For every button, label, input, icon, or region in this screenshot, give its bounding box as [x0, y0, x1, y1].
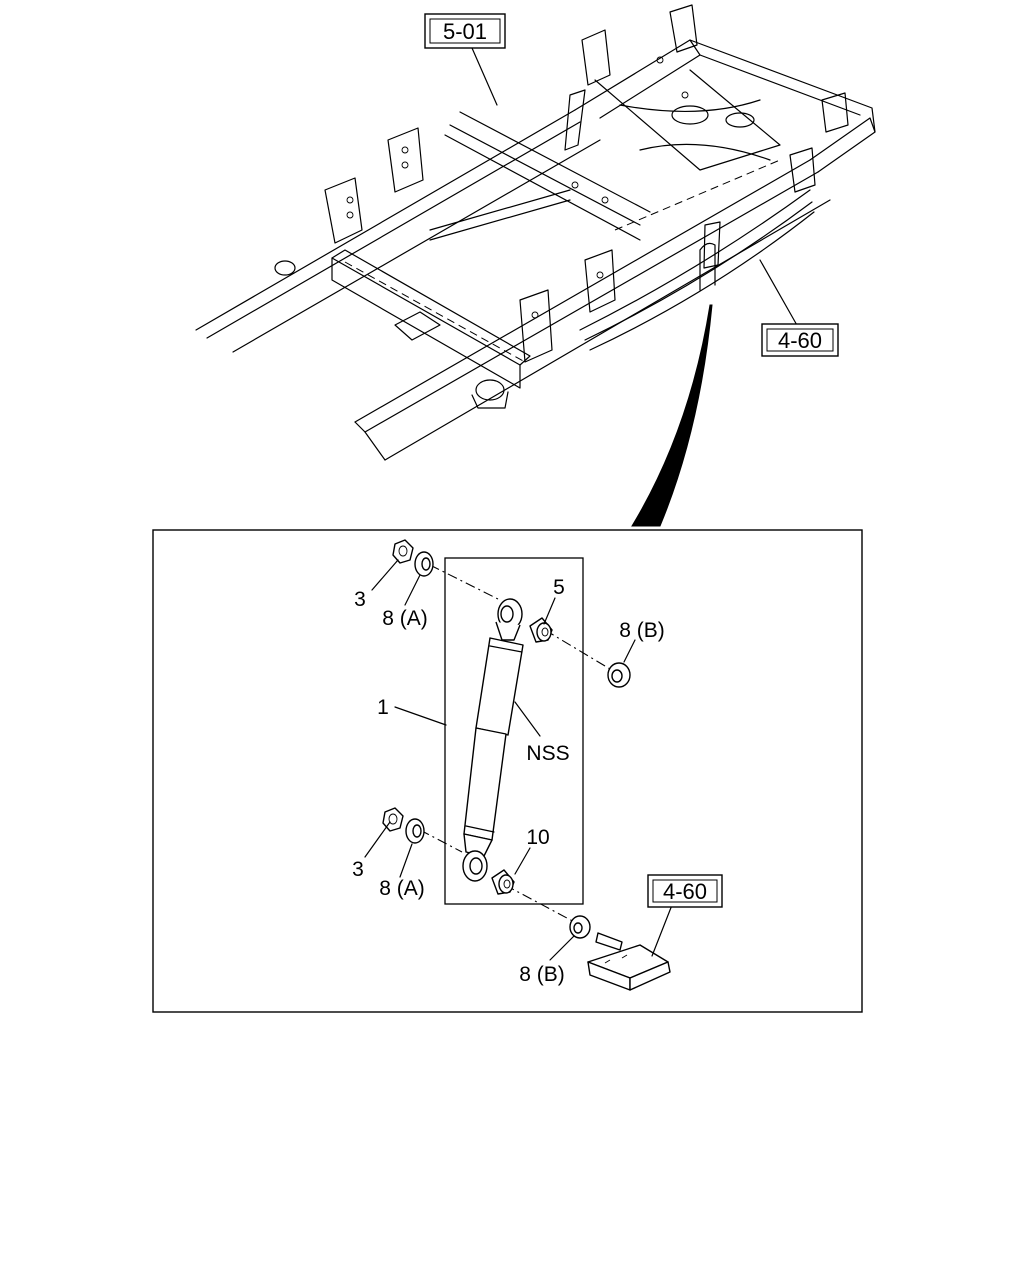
frame-ref-label: 5-01: [443, 19, 487, 44]
leader-line: [759, 259, 799, 328]
assembly-axis-lower: [419, 829, 463, 853]
callout-8b: 8 (B): [619, 619, 665, 642]
assembly-axis-lower: [504, 884, 581, 926]
spring-ref-box[interactable]: 4-60: [761, 323, 839, 357]
assembly-axis-upper: [429, 564, 501, 601]
assembly-axis-upper: [544, 629, 616, 673]
chassis-frame-drawing: [195, 4, 876, 461]
callout-8b: 8 (B): [519, 963, 565, 986]
bracket-ref-box[interactable]: 4-60: [647, 874, 723, 908]
nut-icon[interactable]: [392, 539, 414, 564]
callout-3: 3: [354, 588, 366, 611]
callout-leaders: [364, 559, 673, 961]
callout-8a: 8 (A): [379, 877, 425, 900]
callout-10: 10: [526, 826, 549, 849]
shock-absorber-icon[interactable]: [462, 598, 524, 882]
spring-ref-label: 4-60: [778, 328, 822, 353]
washer-icon[interactable]: [405, 818, 425, 844]
washer-icon[interactable]: [569, 915, 591, 939]
callout-nss: NSS: [526, 742, 569, 765]
callout-3: 3: [352, 858, 364, 881]
washer-icon[interactable]: [607, 662, 631, 688]
bushing-icon[interactable]: [491, 869, 515, 895]
callout-8a: 8 (A): [382, 607, 428, 630]
callout-1: 1: [377, 696, 389, 719]
mounting-bracket-icon[interactable]: [587, 932, 671, 991]
shock-group-box: [444, 557, 584, 905]
zoom-pointer: [631, 304, 713, 527]
frame-ref-box[interactable]: 5-01: [424, 13, 506, 49]
washer-icon[interactable]: [414, 551, 434, 577]
leader-line: [471, 47, 498, 106]
bushing-icon[interactable]: [529, 617, 553, 643]
callout-5: 5: [553, 576, 565, 599]
bracket-ref-label: 4-60: [663, 879, 707, 904]
